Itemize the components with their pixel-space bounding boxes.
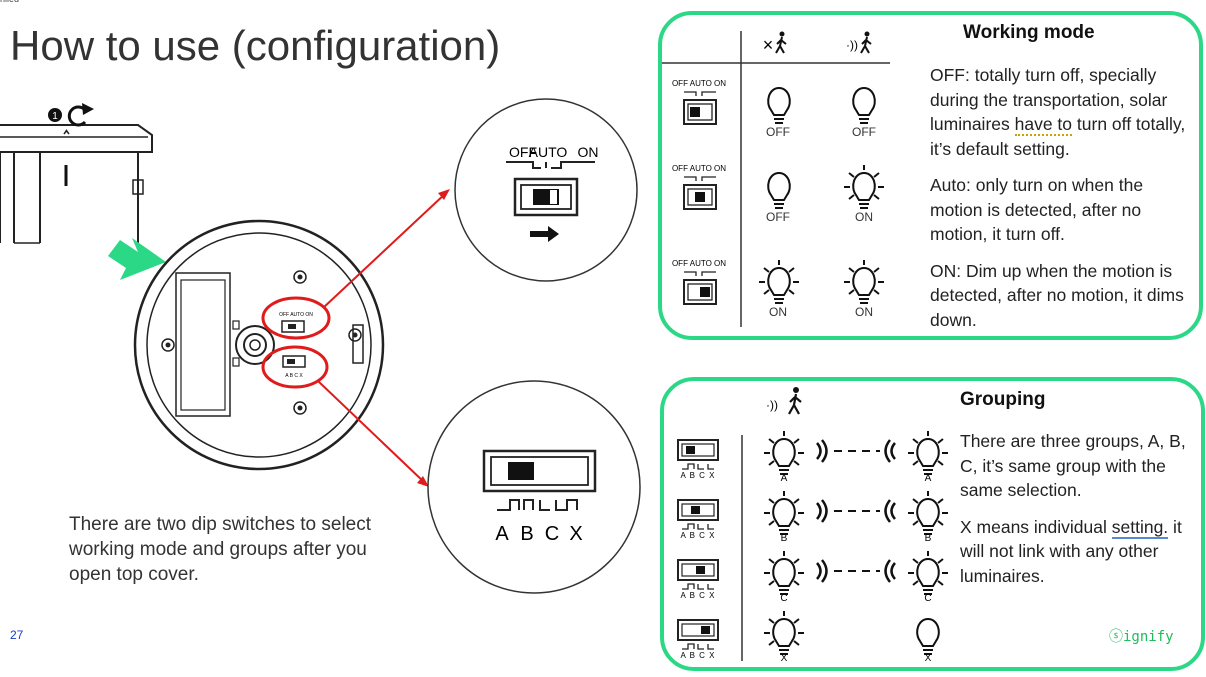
group-switch-4: A B C X (677, 619, 719, 660)
grouping-text: There are three groups, A, B, C, it’s sa… (960, 429, 1200, 600)
step-number: 1 (52, 111, 58, 122)
bulb-off-icon (916, 617, 940, 655)
grouping-x-text: X means individual setting. it will not … (960, 516, 1182, 586)
device-bottom-view: OFF AUTO ON A B C X (133, 189, 450, 487)
svg-text:ON: ON (578, 144, 599, 160)
group-left-letter: A (781, 473, 788, 484)
group-switch-1: A B C X (677, 439, 719, 480)
no-motion-icon: × (763, 31, 787, 55)
mode-auto-text: Auto: only turn on when the motion is de… (930, 175, 1144, 244)
mode-switch-zoom: OFF AUTO ON (454, 98, 638, 282)
svg-text:OFF AUTO ON: OFF AUTO ON (672, 259, 726, 268)
mode-switch-3: OFF AUTO ON (672, 259, 726, 305)
mode-on-text: ON: Dim up when the motion is detected, … (930, 260, 1184, 330)
mode-off-text: OFF: totally turn off, specially during … (930, 65, 1186, 159)
svg-text:X: X (569, 523, 582, 545)
bulb-on-icon (908, 551, 948, 595)
svg-text:A B C X: A B C X (680, 651, 715, 660)
group-left-letter: C (780, 593, 787, 604)
group-right-letter: X (925, 653, 932, 664)
svg-text:A: A (495, 523, 509, 545)
slide-title: How to use (configuration) (10, 22, 501, 69)
bulb-on-icon (759, 260, 799, 304)
wireless-link-icon (816, 559, 896, 583)
page-number: 27 (10, 628, 24, 642)
top-cover-illustration: 1 (0, 103, 153, 244)
group-switch-zoom: A B C X (427, 380, 641, 594)
signify-logo: ⓢignify (1109, 629, 1174, 645)
svg-text:×: × (763, 35, 774, 55)
group-right-letter: A (925, 473, 932, 484)
group-right-letter: C (924, 593, 931, 604)
description-text: There are two dip switches to select wor… (69, 514, 372, 585)
grouping-intro-text: There are three groups, A, B, C, it’s sa… (960, 431, 1186, 500)
svg-text:OFF AUTO ON: OFF AUTO ON (279, 312, 313, 318)
grouping-table: ·)) A B C X A A A B C X B B A B C X C C A B C X X X (677, 387, 948, 664)
group-left-letter: B (781, 533, 788, 544)
svg-text:OFF AUTO ON: OFF AUTO ON (672, 79, 726, 88)
mode-row-3-motion: ON (855, 305, 873, 319)
mode-row-1-motion: OFF (852, 125, 876, 139)
bulb-on-icon (764, 551, 804, 595)
group-right-letter: B (925, 533, 932, 544)
svg-text:·)): ·)) (766, 398, 778, 412)
mode-row-1-no-motion: OFF (766, 125, 790, 139)
device-illustration: 1 OFF AUTO ON A B C X (0, 98, 641, 594)
bulb-on-icon (764, 611, 804, 655)
group-switch-2: A B C X (677, 499, 719, 540)
svg-text:OFF: OFF (509, 144, 537, 160)
working-mode-text: OFF: totally turn off, specially during … (930, 63, 1200, 344)
bulb-off-icon (767, 86, 791, 124)
bulb-off-icon (767, 171, 791, 209)
mode-row-2-motion: ON (855, 210, 873, 224)
grouping-title: Grouping (960, 389, 1046, 410)
working-mode-table: × ·)) OFF AUTO ON OFF AUTO ON OFF AUTO ON (662, 31, 890, 327)
svg-text:C: C (545, 523, 559, 545)
svg-text:OFF AUTO ON: OFF AUTO ON (672, 164, 726, 173)
mode-row-2-no-motion: OFF (766, 210, 790, 224)
svg-text:A B C X: A B C X (680, 591, 715, 600)
working-mode-panel: Working mode × ·)) OFF AUTO ON OFF AUTO O… (658, 11, 1203, 340)
svg-text:A B C X: A B C X (680, 471, 715, 480)
green-arrow-icon (108, 238, 166, 280)
mode-switch-1: OFF AUTO ON (672, 79, 726, 125)
svg-text:AUTO: AUTO (529, 144, 568, 160)
group-left-letter: X (781, 653, 788, 664)
bulb-on-icon (764, 491, 804, 535)
svg-text:B: B (520, 523, 533, 545)
bulb-on-icon (908, 431, 948, 475)
bulb-off-icon (852, 86, 876, 124)
corner-label: nlled (0, 0, 19, 4)
working-mode-title: Working mode (963, 22, 1095, 43)
wireless-link-icon (816, 439, 896, 463)
mode-row-3-no-motion: ON (769, 305, 787, 319)
grouping-panel: Grouping ·)) A B C X A A A B C X B B A B C X C C… (660, 377, 1205, 671)
motion-header-icon: ·)) (766, 387, 802, 415)
bulb-on-icon (908, 491, 948, 535)
bulb-on-icon (844, 260, 884, 304)
mode-switch-2: OFF AUTO ON (672, 164, 726, 210)
bulb-on-icon (764, 431, 804, 475)
svg-text:·)): ·)) (846, 38, 858, 52)
group-switch-3: A B C X (677, 559, 719, 600)
wireless-link-icon (816, 499, 896, 523)
motion-icon: ·)) (846, 31, 872, 54)
svg-text:A B C X: A B C X (285, 373, 303, 379)
svg-text:A B C X: A B C X (680, 531, 715, 540)
bulb-on-icon (844, 165, 884, 209)
